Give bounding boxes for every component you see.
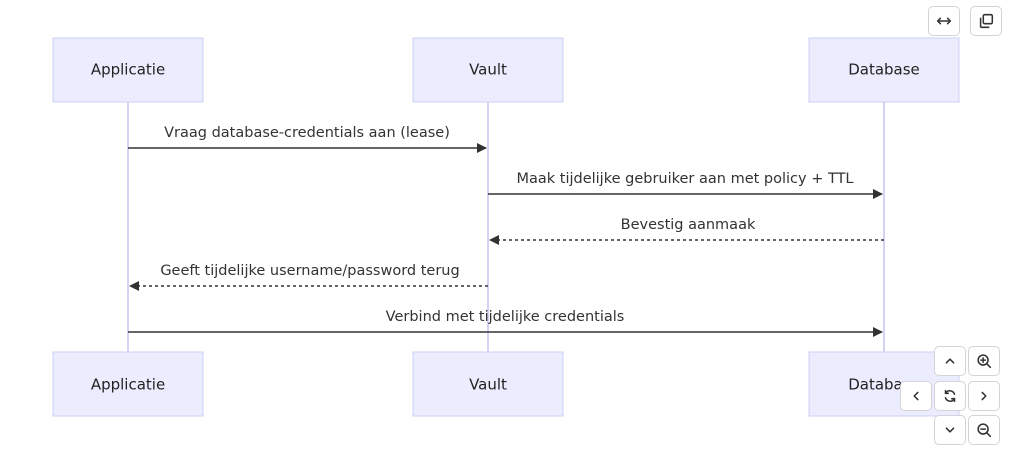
- chevron-left-icon: [913, 391, 919, 401]
- reset-icon: [944, 389, 956, 403]
- pan-down-button[interactable]: [934, 415, 966, 445]
- actor-label: Vault: [469, 376, 507, 394]
- message-4: Geeft tijdelijke username/password terug: [129, 263, 488, 291]
- message-label: Bevestig aanmaak: [621, 217, 756, 233]
- actor-bottom-applicatie: Applicatie: [52, 351, 204, 417]
- message-2: Maak tijdelijke gebruiker aan met policy…: [488, 171, 883, 199]
- message-label: Maak tijdelijke gebruiker aan met policy…: [516, 171, 853, 187]
- copy-icon: [979, 13, 994, 29]
- chevron-down-icon: [945, 427, 955, 433]
- pan-up-button[interactable]: [934, 346, 966, 376]
- zoom-out-button[interactable]: [968, 415, 1000, 445]
- reset-view-button[interactable]: [934, 381, 966, 411]
- message-label: Vraag database-credentials aan (lease): [164, 125, 450, 141]
- message-3: Bevestig aanmaak: [489, 217, 884, 245]
- actor-top-vault: Vault: [412, 37, 564, 103]
- actor-label: Applicatie: [91, 61, 165, 79]
- chevron-right-icon: [981, 391, 987, 401]
- chevron-up-icon: [945, 358, 955, 364]
- zoom-out-icon: [977, 423, 992, 438]
- actor-top-database: Database: [808, 37, 960, 103]
- actor-bottom-vault: Vault: [412, 351, 564, 417]
- zoom-in-icon: [977, 354, 992, 369]
- actor-label: Database: [848, 61, 920, 79]
- actor-label: Vault: [469, 61, 507, 79]
- copy-button[interactable]: [970, 6, 1002, 36]
- message-label: Verbind met tijdelijke credentials: [386, 309, 625, 325]
- message-label: Geeft tijdelijke username/password terug: [160, 263, 459, 279]
- expand-horizontal-button[interactable]: [928, 6, 960, 36]
- actor-top-applicatie: Applicatie: [52, 37, 204, 103]
- pan-right-button[interactable]: [968, 381, 1000, 411]
- actor-label: Applicatie: [91, 376, 165, 394]
- zoom-in-button[interactable]: [968, 346, 1000, 376]
- message-5: Verbind met tijdelijke credentials: [128, 309, 883, 337]
- expand-horizontal-icon: [936, 17, 952, 25]
- pan-left-button[interactable]: [900, 381, 932, 411]
- message-1: Vraag database-credentials aan (lease): [128, 125, 487, 153]
